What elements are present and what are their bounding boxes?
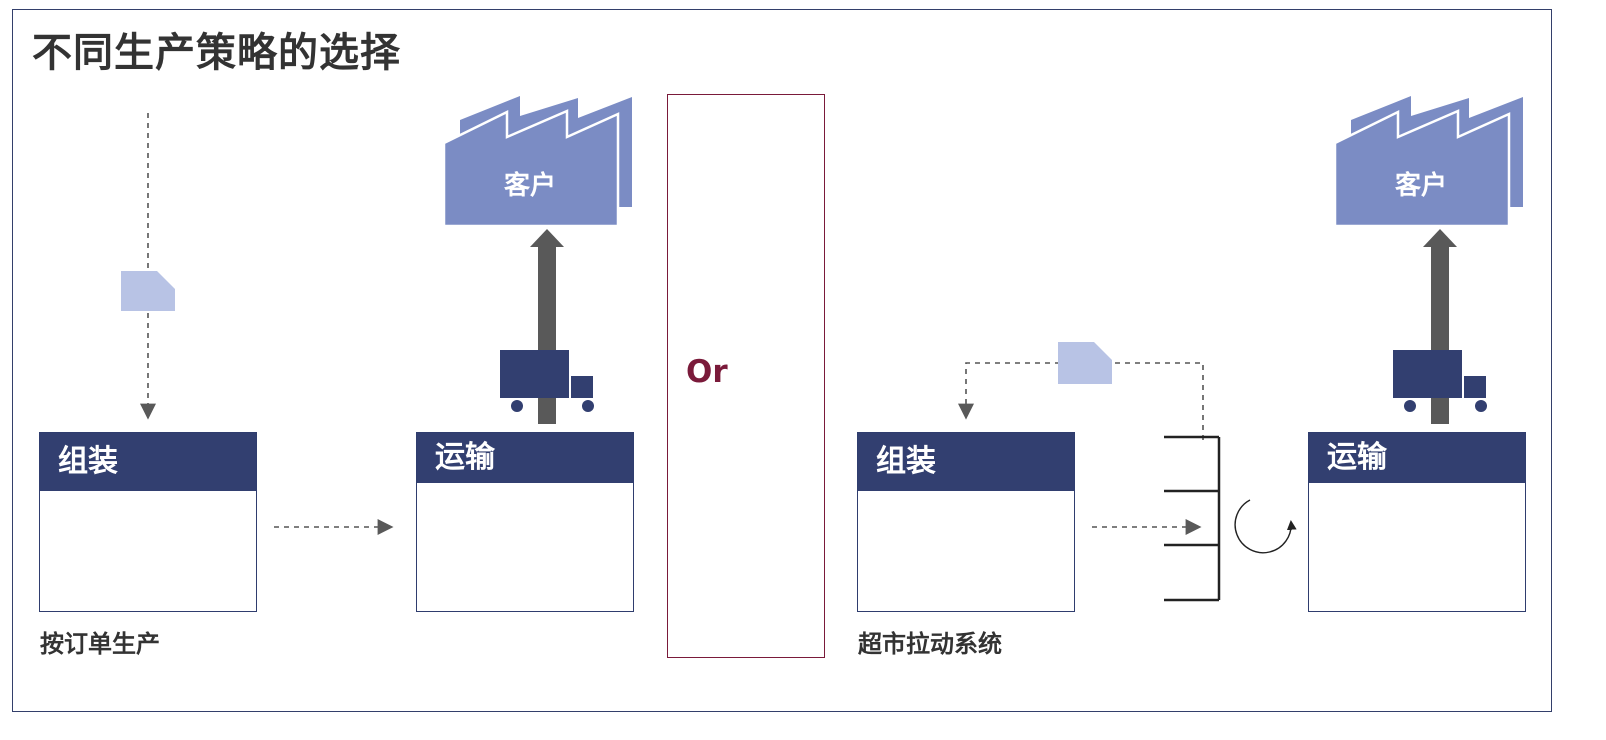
transport-process-box-right: 运输	[1308, 432, 1526, 612]
assembly-process-box-right: 组装	[857, 432, 1075, 612]
supermarket-pull-caption: 超市拉动系统	[858, 630, 1002, 658]
truck-icon-right	[1393, 350, 1487, 412]
customer-factory-icon	[442, 96, 632, 228]
page-title: 不同生产策略的选择	[32, 30, 401, 76]
transport-process-header-right: 运输	[1309, 433, 1525, 483]
withdrawal-cycle-icon	[1234, 499, 1297, 554]
assembly-process-box: 组装	[39, 432, 257, 612]
transport-process-box: 运输	[416, 432, 634, 612]
customer-label-right: 客户	[1395, 171, 1448, 201]
customer-label: 客户	[504, 171, 557, 201]
supermarket-icon	[1164, 435, 1221, 602]
kanban-card-icon	[1058, 342, 1112, 384]
order-card-icon	[121, 271, 175, 311]
or-separator-box	[667, 94, 825, 658]
truck-icon	[500, 350, 594, 412]
diagram-frame	[12, 9, 1552, 712]
assembly-process-header: 组装	[40, 433, 256, 491]
make-to-order-caption: 按订单生产	[40, 630, 160, 658]
assembly-process-header-right: 组装	[858, 433, 1074, 491]
transport-process-header: 运输	[417, 433, 633, 483]
customer-factory-icon-right	[1333, 96, 1523, 228]
or-separator-label: Or	[686, 354, 728, 390]
kanban-loop-arrow	[958, 362, 1204, 440]
